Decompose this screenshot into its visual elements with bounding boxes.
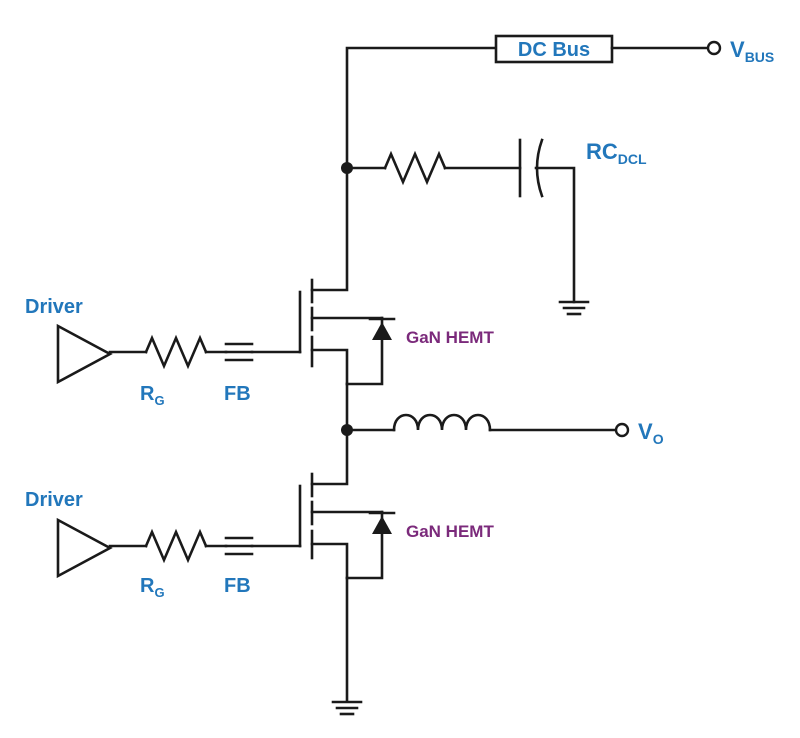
vo-terminal	[614, 422, 630, 438]
rg-top-resistor	[144, 334, 208, 370]
rg-bottom-label: RG	[140, 575, 165, 600]
driver-top-icon	[56, 323, 113, 385]
output-inductor	[392, 413, 492, 432]
rg-top-label: RG	[140, 383, 165, 408]
bottom-diode-icon	[372, 516, 392, 534]
hemt-bottom-label: GaN HEMT	[406, 522, 494, 541]
hemt-top-label: GaN HEMT	[406, 328, 494, 347]
rg-bottom-resistor	[144, 528, 208, 564]
top-switch	[298, 166, 396, 432]
vbus-label: VBUS	[730, 37, 774, 65]
top-gate-drive	[56, 323, 302, 385]
vo-label: VO	[638, 419, 664, 447]
bottom-gate-drive	[56, 517, 302, 579]
driver-bottom-icon	[56, 517, 113, 579]
dc-bus-label: DC Bus	[518, 39, 590, 61]
fb-top-label: FB	[224, 383, 251, 405]
snubber-ground-icon	[558, 300, 590, 316]
driver-top-label: Driver	[25, 296, 83, 318]
driver-bottom-label: Driver	[25, 489, 83, 511]
vbus-terminal	[706, 40, 722, 56]
output-path	[345, 413, 630, 438]
dc-bus-rail	[345, 34, 722, 170]
top-diode-icon	[372, 322, 392, 340]
fb-bottom-icon	[224, 536, 254, 556]
rc-snubber	[345, 138, 590, 316]
fb-bottom-label: FB	[224, 575, 251, 597]
rcdcl-label: RCDCL	[586, 139, 647, 167]
bottom-ground-icon	[331, 700, 363, 716]
fb-top-icon	[224, 342, 254, 362]
snubber-resistor	[383, 150, 447, 186]
bottom-switch	[298, 428, 396, 716]
